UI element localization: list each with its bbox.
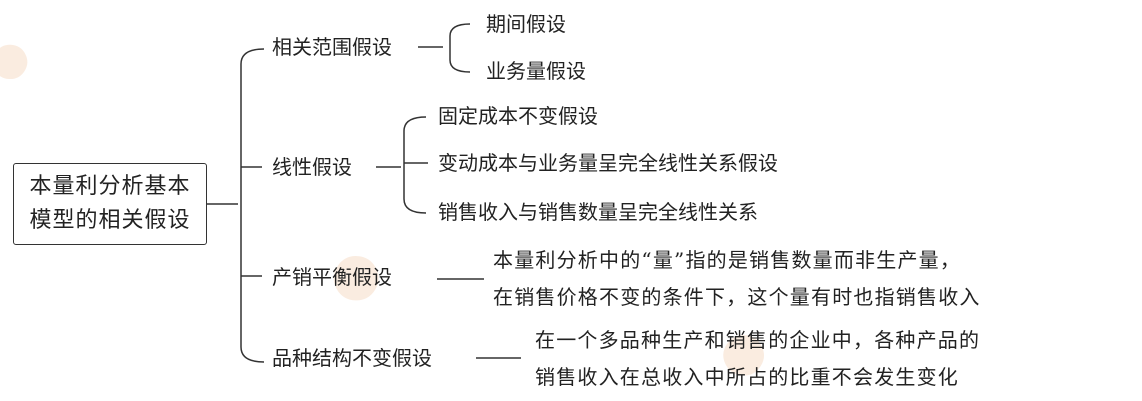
structure-desc-line1: 在一个多品种生产和销售的企业中，各种产品的	[535, 328, 981, 352]
structure-desc: 在一个多品种生产和销售的企业中，各种产品的 销售收入在总收入中所占的比重不会发生…	[535, 322, 980, 396]
balance-desc-line2: 在销售价格不变的条件下，这个量有时也指销售收入	[493, 285, 981, 309]
linear-bracket	[403, 116, 427, 214]
child-sales-revenue: 销售收入与销售数量呈完全线性关系	[438, 200, 758, 224]
child-fixed-cost: 固定成本不变假设	[438, 104, 598, 128]
branch-label-structure: 品种结构不变假设	[272, 346, 432, 370]
structure-desc-line2: 销售收入在总收入中所占的比重不会发生变化	[535, 365, 959, 389]
main-bracket	[240, 48, 265, 363]
branch-label-balance: 产销平衡假设	[272, 265, 392, 289]
branch-label-range: 相关范围假设	[272, 35, 392, 59]
branch-label-linear: 线性假设	[272, 155, 352, 179]
child-period: 期间假设	[486, 12, 566, 36]
root-title-line1: 本量利分析基本	[29, 174, 191, 199]
root-node: 本量利分析基本 模型的相关假设	[13, 163, 207, 245]
range-bracket	[449, 23, 471, 73]
child-volume: 业务量假设	[486, 59, 586, 83]
child-variable-cost: 变动成本与业务量呈完全线性关系假设	[438, 151, 778, 175]
balance-desc: 本量利分析中的“量”指的是销售数量而非生产量， 在销售价格不变的条件下，这个量有…	[493, 242, 981, 316]
balance-desc-line1: 本量利分析中的“量”指的是销售数量而非生产量，	[493, 248, 962, 272]
root-title-line2: 模型的相关假设	[29, 208, 191, 233]
